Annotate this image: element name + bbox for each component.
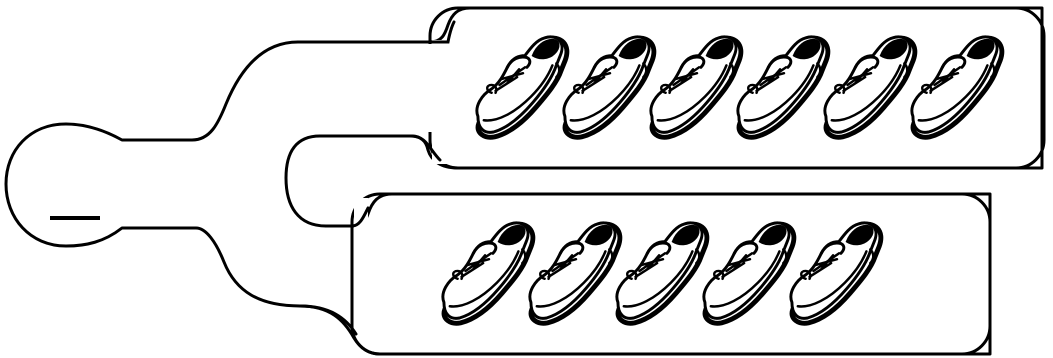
shoe-icon <box>825 37 915 137</box>
part-top-shoes <box>477 37 1002 137</box>
shoe-icon <box>530 223 620 323</box>
shoe-icon <box>617 223 707 323</box>
part-bottom-shoes <box>443 223 881 323</box>
shoe-icon <box>443 223 533 323</box>
number-bond-outline <box>4 6 1044 356</box>
shoe-icon <box>477 37 567 137</box>
part-box-bottom <box>350 192 992 356</box>
shoe-icon <box>651 37 741 137</box>
shoe-icon <box>791 223 881 323</box>
shoe-icon <box>704 223 794 323</box>
shoe-icon <box>912 37 1002 137</box>
shoe-icon <box>738 37 828 137</box>
shoe-icon <box>564 37 654 137</box>
